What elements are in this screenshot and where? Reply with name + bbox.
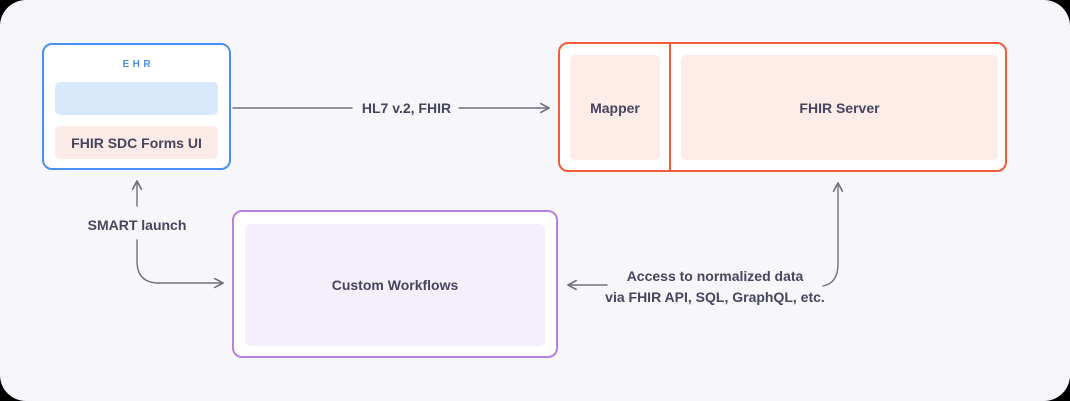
custom-workflows-label: Custom Workflows [331,277,459,293]
fhir-sdc-forms-ui-label: FHIR SDC Forms UI [71,134,202,151]
fhir-sdc-forms-ui-block: FHIR SDC Forms UI [55,126,218,159]
mapper-label: Mapper [590,99,640,116]
ehr-box: EHR FHIR SDC Forms UI [42,43,231,170]
server-group-divider [669,44,671,170]
access-edge-label-line2: via FHIR API, SQL, GraphQL, etc. [605,289,825,305]
access-edge-label: Access to normalized data via FHIR API, … [604,266,826,308]
fhir-server-label: FHIR Server [799,99,880,116]
ehr-app-placeholder [55,82,218,115]
access-edge-label-line1: Access to normalized data [626,268,804,284]
server-group-box: Mapper FHIR Server [558,42,1007,172]
smart-launch-edge-label: SMART launch [87,217,187,233]
hl7-edge-label: HL7 v.2, FHIR [361,100,452,116]
access-line-curve [822,182,844,287]
ehr-title: EHR [122,59,155,70]
fhir-server-block: FHIR Server [681,55,998,160]
custom-workflows-block: Custom Workflows [245,224,545,346]
smart-line-curve [136,239,224,289]
custom-workflows-box: Custom Workflows [232,210,558,358]
mapper-block: Mapper [570,55,660,160]
